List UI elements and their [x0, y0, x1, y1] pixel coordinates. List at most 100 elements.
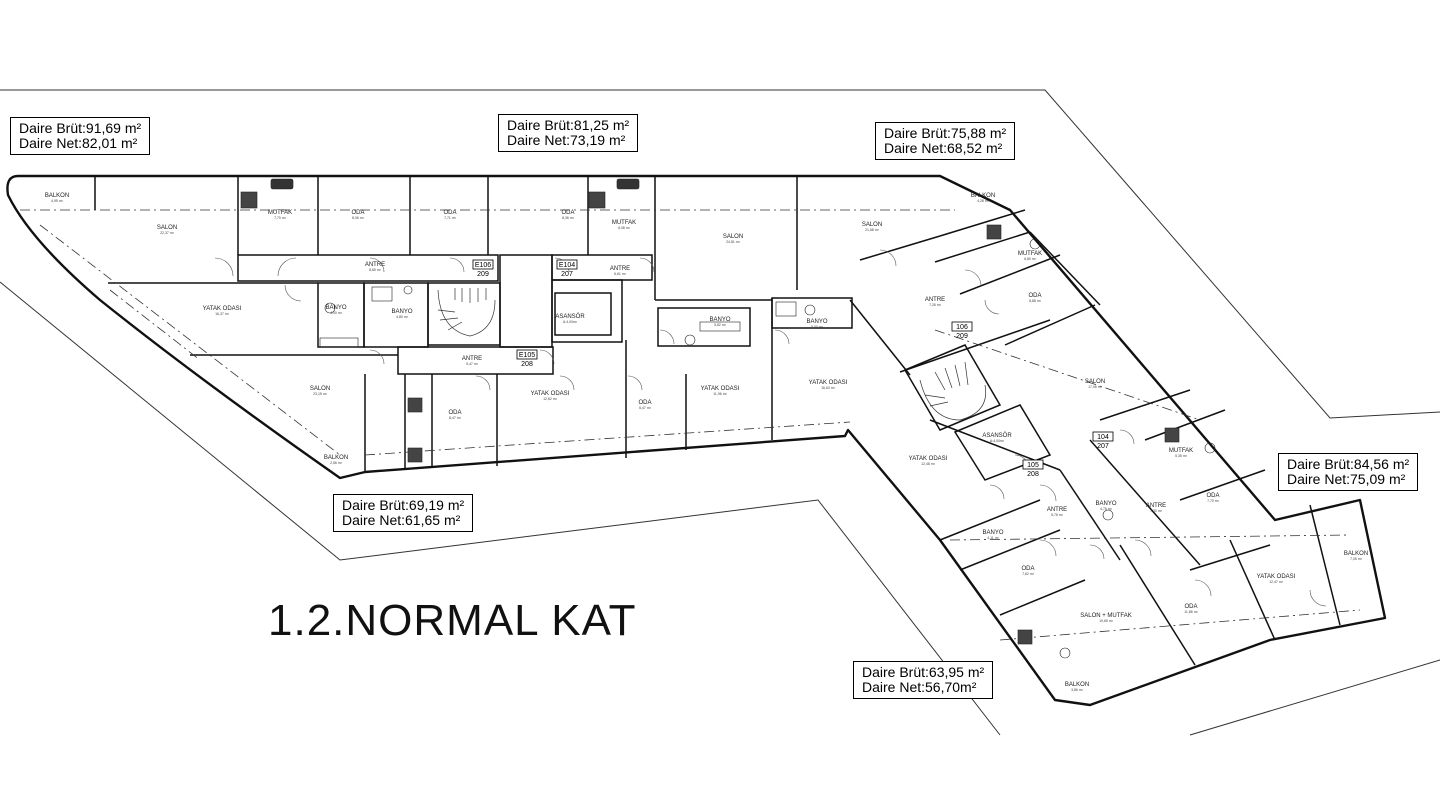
- unit-brut-area: Daire Brüt:75,88 m²: [884, 125, 1007, 141]
- room-name-label: BANYO: [325, 305, 346, 311]
- room-area-label: A:4,00m²: [990, 439, 1005, 443]
- door-swings: [214, 249, 1327, 607]
- unit-info-box: Daire Brüt:91,69 m² Daire Net:82,01 m²: [10, 117, 151, 155]
- room-name-label: ODA: [1021, 566, 1034, 572]
- room-name-label: BALKON: [1065, 682, 1089, 688]
- room-area-label: 23,15 m²: [313, 392, 328, 396]
- room-area-label: 12,48 m²: [921, 462, 936, 466]
- room-area-label: 8,36 m²: [562, 216, 575, 220]
- fixtures: [240, 178, 1216, 659]
- room-name-label: ANTRE: [365, 262, 385, 268]
- building-outline: [6, 174, 1387, 707]
- room-area-label: 4,95 m²: [51, 199, 64, 203]
- room-area-label: 6,80 m²: [1024, 257, 1037, 261]
- unit-info-box: Daire Brüt:75,88 m² Daire Net:68,52 m²: [875, 122, 1016, 160]
- unit-info-box: Daire Brüt:63,95 m² Daire Net:56,70m²: [853, 661, 994, 699]
- door-tag-code: E105: [519, 352, 535, 359]
- room-name-label: ODA: [638, 400, 651, 406]
- section-lines: [20, 209, 1361, 641]
- door-tag: E104 207: [556, 259, 578, 278]
- door-tag-box: [516, 349, 538, 360]
- room-area-label: 6,61 m²: [614, 272, 627, 276]
- door-tag-number: 207: [1097, 443, 1109, 450]
- room-area-label: 6,08 m²: [618, 226, 631, 230]
- door-tag-number: 209: [477, 271, 489, 278]
- room-name-label: YATAK ODASI: [531, 391, 570, 397]
- unit-brut-area: Daire Brüt:84,56 m²: [1287, 456, 1410, 472]
- stair-left: [437, 288, 496, 337]
- room-name-label: ODA: [1206, 493, 1219, 499]
- room-name-label: ANTRE: [925, 297, 945, 303]
- room-name-label: BANYO: [391, 309, 412, 315]
- room-name-label: SALON: [723, 234, 743, 240]
- room-name-label: BANYO: [709, 317, 730, 323]
- room-name-label: ODA: [561, 210, 574, 216]
- door-tag-box: [472, 259, 494, 270]
- door-tag-code: E104: [559, 262, 575, 269]
- door-tag-number: 209: [956, 333, 968, 340]
- door-tag-number: 208: [1027, 471, 1039, 478]
- room-area-label: 5,82 m²: [714, 323, 727, 327]
- room-area-label: 3,86 m²: [1071, 688, 1084, 692]
- room-area-label: 12,62 m²: [543, 397, 558, 401]
- door-tag-code: 104: [1097, 434, 1109, 441]
- unit-net-area: Daire Net:75,09 m²: [1287, 471, 1406, 487]
- room-area-label: 4,75 m²: [1100, 507, 1113, 511]
- floor-title: 1.2.NORMAL KAT: [268, 596, 637, 645]
- unit-info-box: Daire Brüt:81,25 m² Daire Net:73,19 m²: [498, 114, 639, 152]
- room-name-label: ODA: [443, 210, 456, 216]
- room-area-label: A:4,00m²: [563, 320, 578, 324]
- room-area-label: 12,47 m²: [1269, 580, 1284, 584]
- room-name-label: YATAK ODASI: [1257, 574, 1296, 580]
- room-name-label: BALKON: [45, 193, 69, 199]
- room-area-label: 4,28 m²: [977, 199, 990, 203]
- door-tag-number: 207: [561, 271, 573, 278]
- room-name-label: ANTRE: [610, 266, 630, 272]
- room-name-label: MUTFAK: [268, 210, 292, 216]
- room-name-label: YATAK ODASI: [809, 380, 848, 386]
- unit-net-area: Daire Net:82,01 m²: [19, 135, 138, 151]
- room-area-label: 19,65 m²: [1099, 619, 1114, 623]
- room-area-label: 6,47 m²: [639, 406, 652, 410]
- room-name-label: MUTFAK: [1018, 251, 1042, 257]
- door-tag-box: [1092, 431, 1114, 442]
- room-name-label: YATAK ODASI: [909, 456, 948, 462]
- room-area-label: 8,47 m²: [449, 416, 462, 420]
- unit-info-box: Daire Brüt:69,19 m² Daire Net:61,65 m²: [333, 494, 474, 532]
- interior-walls: [94, 176, 1341, 666]
- room-name-label: BANYO: [1095, 501, 1116, 507]
- room-name-label: BANYO: [982, 530, 1003, 536]
- unit-brut-area: Daire Brüt:69,19 m²: [342, 497, 465, 513]
- room-area-label: 8,88 m²: [1029, 299, 1042, 303]
- room-name-label: SALON + MUTFAK: [1080, 613, 1132, 619]
- unit-net-area: Daire Net:61,65 m²: [342, 512, 461, 528]
- parcel-boundary: [0, 89, 1440, 736]
- room-area-label: 4,00 m²: [330, 311, 343, 315]
- room-area-label: 7,62 m²: [1022, 572, 1035, 576]
- room-name-label: ODA: [1184, 604, 1197, 610]
- room-area-label: 21,68 m²: [865, 228, 880, 232]
- room-area-label: 22,37 m²: [160, 231, 175, 235]
- room-area-label: 4,11 m²: [987, 536, 999, 540]
- room-name-label: MUTFAK: [612, 220, 636, 226]
- unit-net-area: Daire Net:68,52 m²: [884, 140, 1003, 156]
- room-area-label: 11,86 m²: [1184, 610, 1198, 614]
- room-area-label: 5,47 m²: [466, 362, 479, 366]
- unit-info-box: Daire Brüt:84,56 m² Daire Net:75,09 m²: [1278, 453, 1419, 491]
- room-name-label: SALON: [310, 386, 330, 392]
- room-name-label: SALON: [157, 225, 177, 231]
- unit-brut-area: Daire Brüt:63,95 m²: [862, 664, 985, 680]
- stair-right: [919, 361, 987, 421]
- room-area-label: 2,56 m²: [330, 461, 343, 465]
- room-name-label: ANTRE: [462, 356, 482, 362]
- room-name-label: ANTRE: [1047, 507, 1067, 513]
- unit-brut-area: Daire Brüt:81,25 m²: [507, 117, 630, 133]
- room-area-label: 7,05 m²: [1350, 557, 1363, 561]
- room-area-label: 5,00 m²: [811, 325, 824, 329]
- room-name-label: YATAK ODASI: [203, 306, 242, 312]
